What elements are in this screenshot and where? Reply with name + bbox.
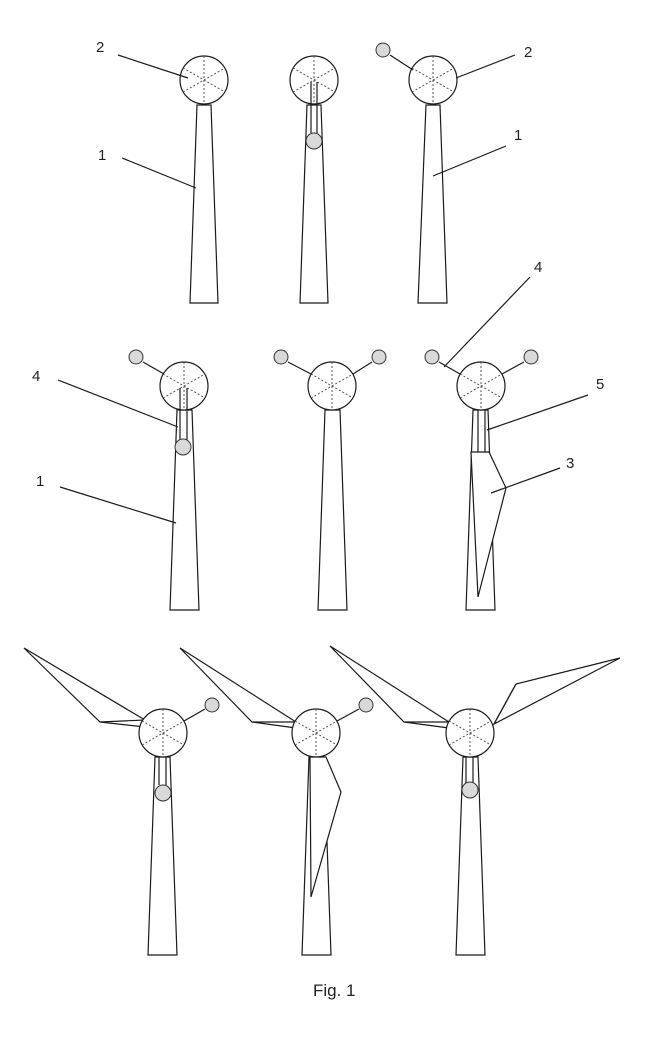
- leader-line: [122, 158, 196, 188]
- ref-label-3: 3: [566, 455, 574, 472]
- blade-holder: [306, 133, 322, 149]
- ref-label-1: 1: [36, 473, 44, 490]
- figure-caption: Fig. 1: [313, 981, 356, 1000]
- ref-label-5: 5: [596, 376, 604, 393]
- turbine-row1-middle: [290, 56, 338, 303]
- ref-label-2: 2: [524, 44, 532, 61]
- rotor-hub: [180, 56, 228, 104]
- blade-holder: [129, 350, 143, 364]
- blade: [494, 658, 620, 724]
- ref-label-1: 1: [514, 127, 522, 144]
- rotor-hub: [457, 362, 505, 410]
- leader-line: [456, 55, 515, 78]
- turbine-row2-right: 4 5 3: [425, 259, 604, 610]
- leader-line: [118, 55, 188, 78]
- blade-root: [404, 722, 449, 728]
- turbine-row3-right: [330, 646, 620, 955]
- blade: [24, 648, 145, 722]
- holder-arm: [184, 709, 205, 721]
- turbine-row2-middle: [274, 350, 386, 610]
- blade-holder: [155, 785, 171, 801]
- rotor-hub: [139, 709, 187, 757]
- blade: [330, 646, 449, 722]
- blade-holder: [376, 43, 390, 57]
- ref-label-2: 2: [96, 39, 104, 56]
- rotor-hub: [409, 56, 457, 104]
- turbine-row1-right: 2 1: [376, 43, 532, 303]
- blade-holder: [359, 698, 373, 712]
- blade-holder: [524, 350, 538, 364]
- rotor-hub: [290, 56, 338, 104]
- blade-holder: [462, 782, 478, 798]
- turbine-row2-left: 4 1: [32, 350, 208, 610]
- leader-line: [487, 395, 588, 430]
- ref-label-4: 4: [32, 368, 40, 385]
- rotor-hub: [160, 362, 208, 410]
- ref-label-4: 4: [534, 259, 542, 276]
- holder-arm: [353, 362, 372, 374]
- leader-line: [433, 146, 506, 176]
- rotor-hub: [446, 709, 494, 757]
- holder-arm: [143, 362, 164, 374]
- holder-arm: [439, 362, 460, 374]
- blade-holder: [425, 350, 439, 364]
- rotor-hub: [292, 709, 340, 757]
- tower: [318, 410, 347, 610]
- rotor-hub: [308, 362, 356, 410]
- ref-label-1: 1: [98, 147, 106, 164]
- holder-arm: [502, 362, 524, 374]
- turbine-row1-left: 2 1: [96, 39, 228, 303]
- blade-root: [252, 722, 296, 728]
- holder-arm: [390, 55, 413, 70]
- holder-arm: [337, 709, 359, 721]
- blade-holder: [372, 350, 386, 364]
- blade-holder: [205, 698, 219, 712]
- turbine-row3-left: [24, 648, 219, 955]
- blade-holder: [274, 350, 288, 364]
- blade: [180, 648, 296, 722]
- turbine-row3-middle: [180, 648, 373, 955]
- holder-arm: [288, 362, 311, 374]
- blade-holder: [175, 439, 191, 455]
- leader-line: [60, 487, 176, 523]
- tower: [190, 105, 218, 303]
- blade-root: [100, 722, 145, 727]
- tower: [418, 105, 447, 303]
- leader-line: [444, 277, 530, 367]
